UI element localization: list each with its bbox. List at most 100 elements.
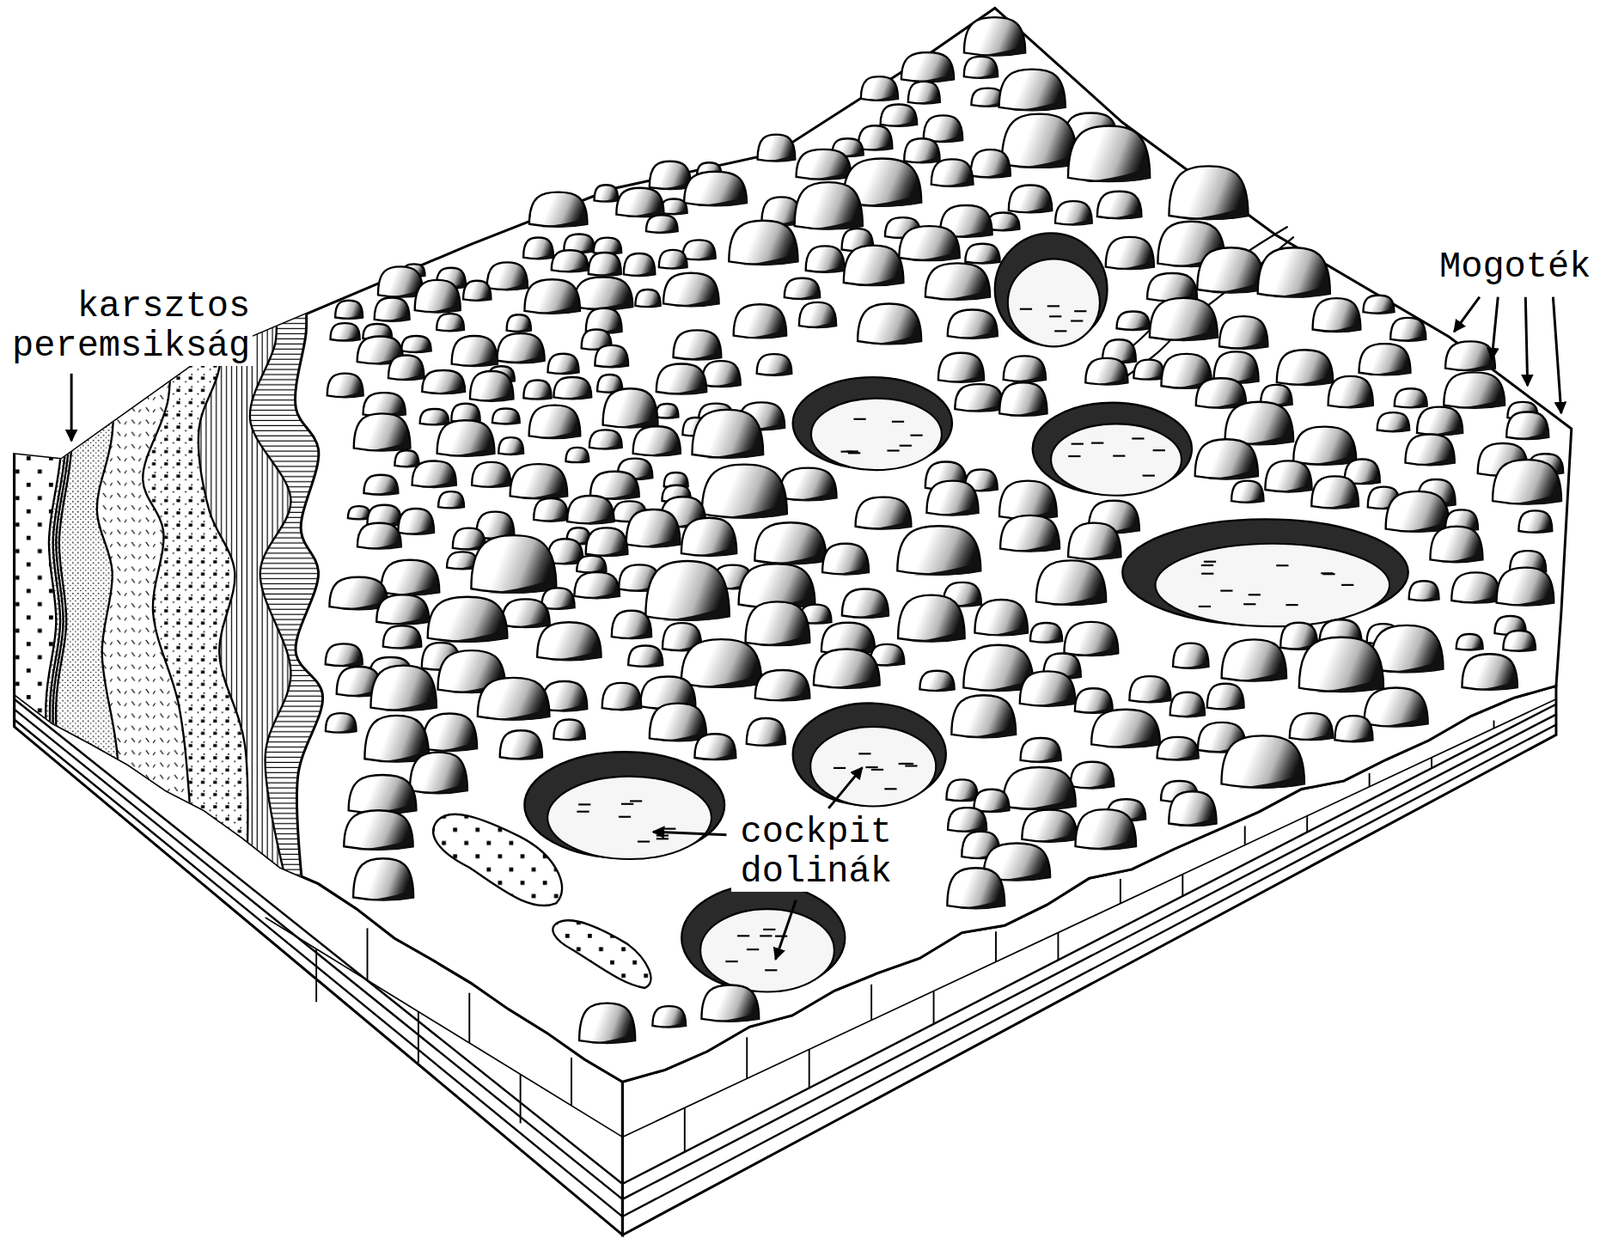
cockpit-doline xyxy=(1122,519,1409,627)
brick-joint xyxy=(468,993,471,1044)
mogote xyxy=(755,670,810,702)
mogote-shadow xyxy=(1184,204,1249,220)
mogote-body xyxy=(1030,622,1063,643)
mogote-body xyxy=(602,683,642,710)
mogote-shadow xyxy=(492,708,550,721)
mogote xyxy=(335,300,363,319)
mogote-body xyxy=(931,158,974,186)
mogote xyxy=(898,225,959,262)
doline-mark xyxy=(1243,603,1256,605)
mogote-shadow xyxy=(548,603,575,610)
mogote-shadow xyxy=(421,479,457,488)
mogote-shadow xyxy=(1337,398,1374,408)
mogote-body xyxy=(1451,572,1501,603)
mogote-shadow xyxy=(1062,218,1093,226)
mogote xyxy=(964,56,998,79)
mogote xyxy=(529,405,581,440)
mogote-shadow xyxy=(1298,732,1333,741)
leader-arrow xyxy=(1491,297,1498,360)
mogote xyxy=(1289,713,1333,740)
brick-joint xyxy=(1368,773,1371,788)
mogote-body xyxy=(487,262,528,290)
doline-mark xyxy=(853,418,866,421)
mogote-body xyxy=(649,703,707,742)
leader-arrow xyxy=(775,900,797,960)
mogote-body xyxy=(1221,639,1287,681)
mogote-shadow xyxy=(978,170,1011,178)
mogote xyxy=(1133,360,1165,380)
callout-label: Mogoték xyxy=(1436,247,1594,288)
mogote-body xyxy=(1133,360,1165,380)
mogote xyxy=(682,239,715,260)
mogote-shadow xyxy=(423,303,460,313)
mogote-body xyxy=(547,354,579,374)
mogote-shadow xyxy=(511,327,532,333)
mogote-body xyxy=(1328,376,1374,408)
mogote-body xyxy=(1036,560,1106,605)
mogote-body xyxy=(779,468,837,501)
mogote xyxy=(611,610,652,640)
mogote xyxy=(412,461,457,489)
doline-floor xyxy=(700,909,835,992)
mogote xyxy=(353,858,414,901)
mogote xyxy=(794,182,863,230)
mogote xyxy=(1105,237,1155,270)
mogote-body xyxy=(652,1006,686,1028)
mogote-body xyxy=(1377,412,1411,432)
mogote-body xyxy=(757,354,793,376)
mogote-body xyxy=(523,238,554,260)
mogote xyxy=(1196,378,1246,409)
mogote-shadow xyxy=(914,561,982,576)
mogote xyxy=(635,289,660,307)
mogote xyxy=(1055,201,1093,226)
mogote xyxy=(1328,376,1374,409)
doline-mark xyxy=(1068,455,1081,458)
mogote xyxy=(1085,358,1128,385)
mogote-body xyxy=(401,335,431,353)
doline-mark xyxy=(621,803,634,806)
cockpit-doline xyxy=(793,703,947,807)
mogote xyxy=(1068,523,1121,561)
mogote-shadow xyxy=(554,368,580,375)
mogote-shadow xyxy=(754,738,786,746)
mogote-body xyxy=(842,589,889,618)
mogote-body xyxy=(394,450,419,467)
mogote-shadow xyxy=(958,897,1005,910)
mogote-body xyxy=(1386,491,1450,532)
mogote xyxy=(1170,692,1205,718)
mogote xyxy=(1293,427,1356,466)
mogote-shadow xyxy=(855,274,904,286)
mogote xyxy=(329,323,360,342)
mogote xyxy=(1359,343,1411,376)
mogote xyxy=(683,171,747,207)
mogote-shadow xyxy=(1415,595,1440,602)
mogote-shadow xyxy=(742,252,798,266)
mogote-shadow xyxy=(813,265,845,274)
mogote-shadow xyxy=(1084,166,1150,183)
mogote-body xyxy=(325,643,363,666)
doline-floor xyxy=(811,398,942,471)
mogote-body xyxy=(1443,372,1505,408)
mogote xyxy=(1404,433,1454,465)
doline-mark xyxy=(764,969,777,971)
mogote xyxy=(470,535,556,593)
mogote-shadow xyxy=(696,195,747,207)
mogote xyxy=(999,481,1057,520)
mogote-body xyxy=(1075,809,1137,849)
mogote-shadow xyxy=(1238,773,1305,789)
mogote-shadow xyxy=(744,329,787,339)
mogote xyxy=(880,103,918,127)
mogote-shadow xyxy=(425,420,449,426)
mogote-body xyxy=(470,371,513,402)
mogote-shadow xyxy=(365,440,411,452)
mogote xyxy=(1070,762,1115,789)
mogote xyxy=(394,450,419,467)
mogote-body xyxy=(1001,114,1078,168)
mogote xyxy=(673,329,722,361)
mogote-body xyxy=(954,384,1004,412)
mogote-shadow xyxy=(1137,695,1171,703)
mogote-body xyxy=(335,300,363,319)
mogote xyxy=(663,273,720,307)
mogote-shadow xyxy=(826,677,880,689)
mogote-shadow xyxy=(1461,645,1484,650)
